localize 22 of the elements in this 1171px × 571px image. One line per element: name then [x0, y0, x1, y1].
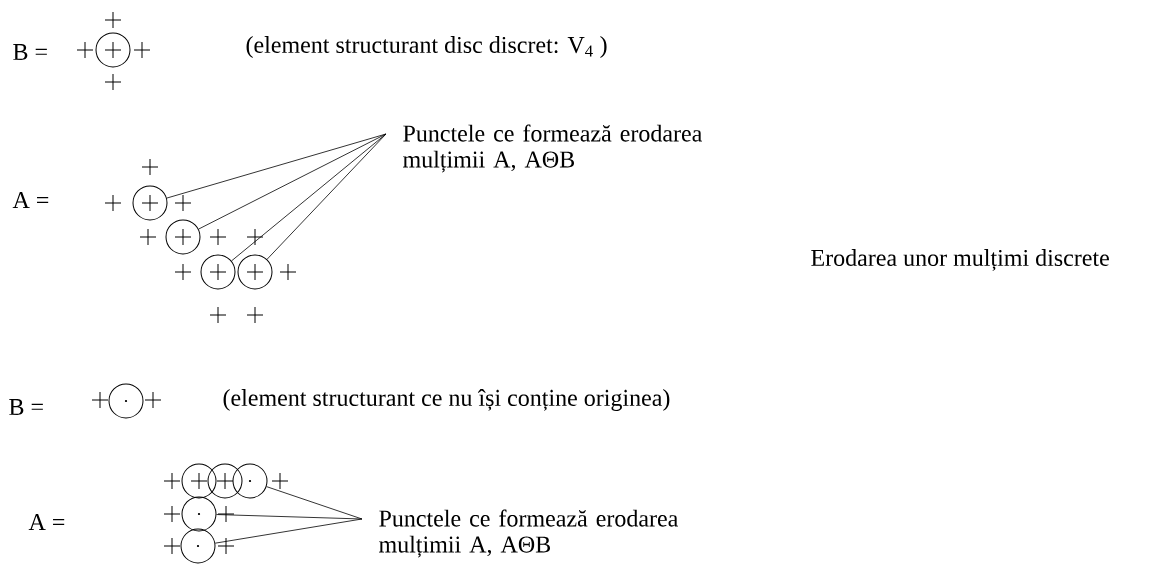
circled-point [132, 185, 168, 221]
circled-point [181, 496, 217, 532]
callout-text: Punctele ce formează erodarea mulțimii A, AΘB [403, 124, 702, 173]
leader-line [266, 133, 387, 260]
circled-point [180, 528, 216, 564]
circled-point [237, 254, 273, 290]
label-text: A = [28, 514, 65, 530]
callout-text: Punctele ce formează erodarea mulțimii A, AΘB [379, 509, 678, 558]
label-text: Erodarea unor mulțimi discrete [811, 249, 1109, 271]
leader-line [266, 486, 363, 520]
leader-line [166, 133, 387, 199]
leader-line [231, 133, 387, 262]
label-text: B = [9, 399, 43, 415]
label-text: (element structurant ce nu își conține originea) [223, 389, 670, 411]
circled-point [232, 463, 268, 499]
label-text: A = [12, 192, 49, 208]
leader-line [216, 514, 363, 520]
leader-line [214, 518, 363, 544]
label-text: (element structurant disc discret: V$_{4}$ ) [246, 36, 607, 58]
label-text: B = [13, 44, 47, 60]
circled-point [200, 254, 236, 290]
circled-point [165, 219, 201, 255]
